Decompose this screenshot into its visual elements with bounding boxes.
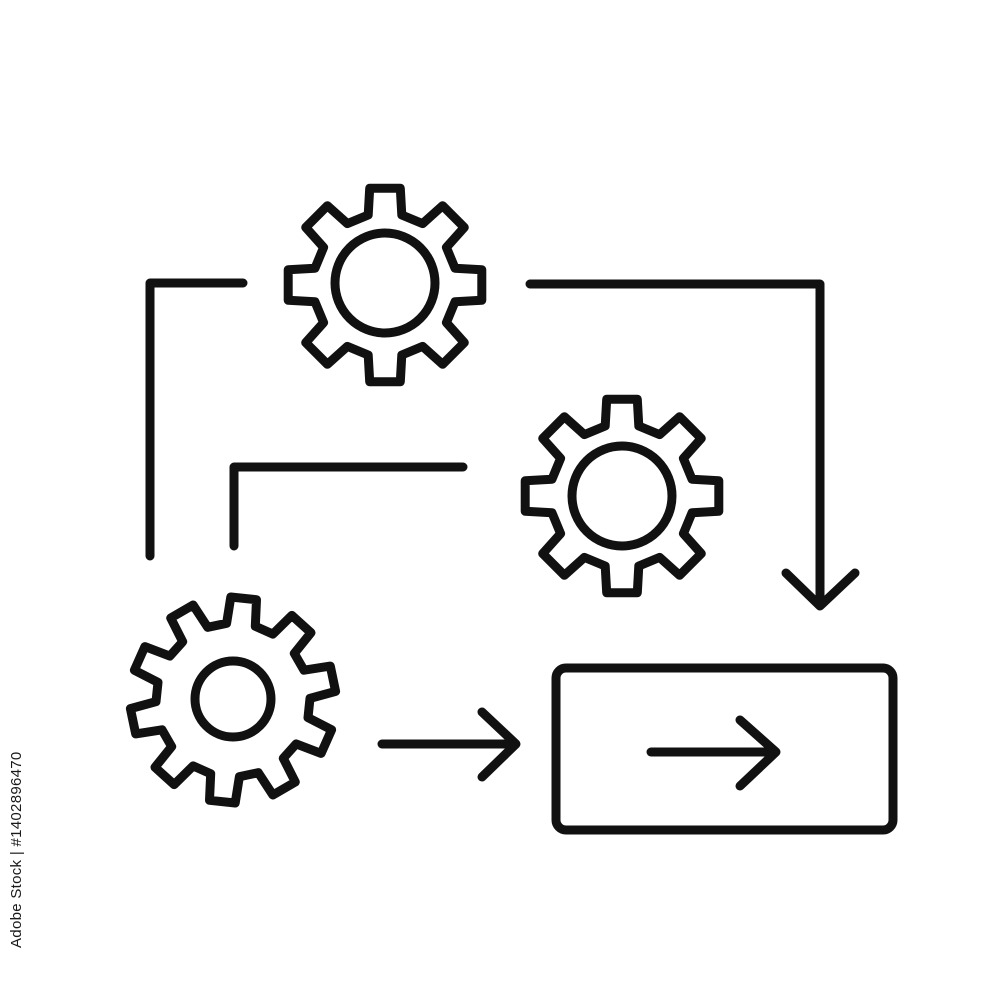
connector-line xyxy=(229,462,468,551)
connector-top-right xyxy=(525,279,860,611)
arrow-right-icon xyxy=(477,707,521,782)
rectangle-arrow-icon xyxy=(551,663,898,835)
box-arrow-head xyxy=(735,715,781,791)
gear-icon xyxy=(520,394,724,598)
gear-middle xyxy=(520,394,724,598)
connector-line xyxy=(525,279,825,609)
arrow-down-icon xyxy=(781,568,860,611)
gear-top xyxy=(283,183,487,387)
connector-line xyxy=(145,278,248,561)
gear-hub xyxy=(190,656,276,742)
connector-bottom xyxy=(377,707,521,782)
gear-hub xyxy=(567,441,677,551)
gear-icon xyxy=(283,183,487,387)
gear-bottom xyxy=(125,592,341,808)
stock-watermark: Adobe Stock | #1402896470 xyxy=(8,751,25,948)
gear-icon xyxy=(125,592,341,808)
connector-middle xyxy=(229,462,468,551)
gear-hub xyxy=(330,228,440,338)
connector-top-left xyxy=(145,278,248,561)
output-box xyxy=(551,663,898,835)
